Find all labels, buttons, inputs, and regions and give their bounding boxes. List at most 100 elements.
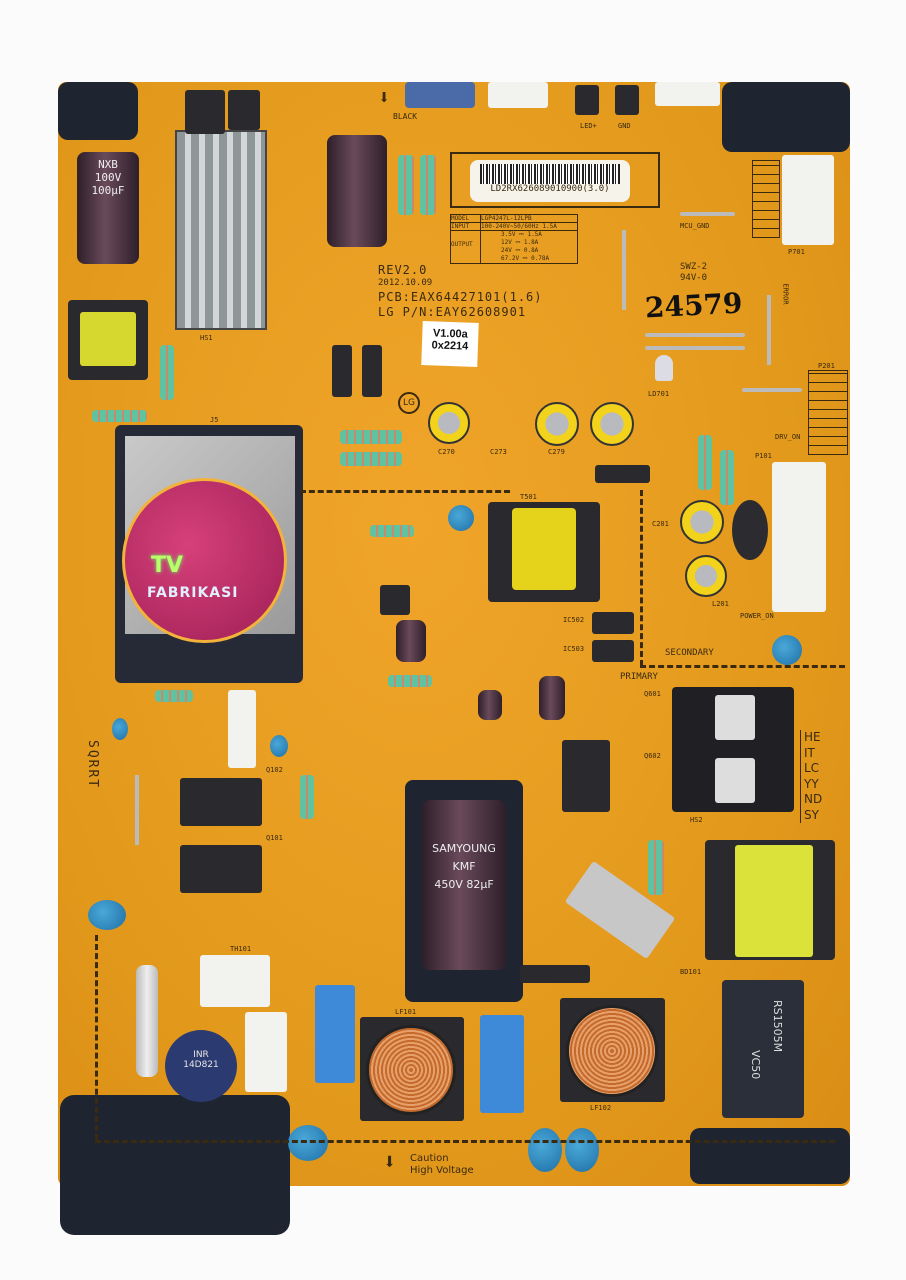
ref-c279: C279 — [548, 448, 565, 456]
ref-q602: Q602 — [644, 752, 661, 760]
isolation-line — [640, 665, 845, 668]
isolation-line — [95, 935, 98, 1140]
cap-voltage: 100V — [94, 171, 122, 184]
ref-hs2: HS2 — [690, 816, 703, 824]
resistor — [300, 775, 314, 819]
transistor-top — [185, 90, 225, 134]
side-label: IT — [804, 745, 815, 760]
ref-j5: J5 — [210, 416, 219, 424]
output-label: OUTPUT — [451, 231, 481, 263]
capacitor-c206 — [685, 555, 727, 597]
capacitor-small — [396, 620, 426, 662]
jumper-j30 — [680, 212, 735, 216]
bridge-rectifier: RS1505M VC50 — [722, 980, 804, 1118]
side-label: SY — [804, 807, 819, 822]
capacitor-c273 — [590, 402, 634, 446]
arrow-down-icon: ⬇ — [383, 1150, 397, 1175]
jumper-j28 — [645, 333, 745, 337]
x-capacitor-cx101 — [315, 985, 355, 1083]
terminal-led — [575, 85, 599, 115]
barcode — [480, 164, 620, 184]
connector-top-right — [655, 82, 720, 106]
resistor — [155, 690, 193, 702]
rating-swz: SWZ-2 — [680, 262, 708, 272]
side-label: LC — [804, 761, 820, 775]
p201-pin-table — [808, 370, 848, 455]
jumper-j12 — [135, 775, 139, 845]
firmware-checksum: 0x2214 — [431, 339, 469, 353]
rectifier-code: VC50 — [749, 1050, 762, 1080]
capacitor-bulk-450v: SAMYOUNG KMF 450V 82µF — [422, 800, 506, 970]
ref-c270: C270 — [438, 448, 455, 456]
ref-q102: Q102 — [266, 766, 283, 774]
high-voltage-label: High Voltage — [410, 1165, 474, 1176]
gnd-label: GND — [618, 122, 631, 130]
ref-ic503: IC503 — [563, 645, 585, 653]
handwritten-number: 24579 — [644, 286, 744, 325]
ref-lf101: LF101 — [395, 1008, 417, 1016]
side-label: YY — [804, 776, 819, 791]
bulk-cap-brand: SAMYOUNG — [432, 842, 496, 855]
ref-lf102: LF102 — [590, 1104, 612, 1112]
firmware-sticker: V1.00a 0x2214 — [421, 321, 479, 367]
tv-fabrikasi-logo: TV FABRIKASI — [122, 478, 287, 643]
capacitor-100uf-2 — [327, 135, 387, 247]
resistor — [648, 840, 664, 895]
logo-tv: TV — [151, 553, 184, 578]
isolation-line — [640, 490, 643, 666]
diode — [362, 345, 382, 397]
ref-ic502: IC502 — [563, 616, 585, 624]
output-value: 12V ⎓ 1.8A — [501, 239, 539, 246]
caution-label: Caution — [410, 1153, 449, 1164]
side-label: HE — [804, 730, 821, 744]
ceramic-capacitor — [288, 1125, 328, 1161]
resistor — [370, 525, 414, 537]
ref-hs1: HS1 — [200, 334, 213, 342]
diode — [520, 965, 590, 983]
ref-ld701: LD701 — [648, 390, 670, 398]
ref-p701: P701 — [788, 248, 805, 256]
ic503 — [592, 640, 634, 662]
jumper-j29 — [645, 346, 745, 350]
q602-plate — [715, 758, 755, 803]
ref-q601: Q601 — [644, 690, 661, 698]
resistor — [698, 435, 712, 490]
connector-p101 — [772, 462, 826, 612]
barcode-frame — [450, 152, 660, 208]
p701-pin-table — [752, 160, 780, 238]
transformer-standby-core — [735, 845, 813, 957]
mosfet-primary — [562, 740, 610, 812]
isolation-line — [300, 490, 510, 493]
capacitor-dark — [732, 500, 768, 560]
ref-p101: P101 — [755, 452, 772, 460]
diode — [332, 345, 352, 397]
ceramic-resistor — [228, 690, 256, 768]
transformer-t501-core — [512, 508, 576, 590]
ref-q101: Q101 — [266, 834, 283, 842]
capacitor-c279 — [535, 402, 579, 446]
led-ld701 — [655, 355, 673, 381]
mcu-gnd-label: MCU_GND — [680, 222, 710, 230]
coil-winding — [566, 1005, 658, 1097]
resistor — [160, 345, 174, 400]
jumper-j47 — [767, 295, 771, 365]
side-label-column: HE IT LC YY ND SY — [800, 730, 822, 823]
arrow-down-icon: ⬇ — [378, 85, 391, 109]
capacitor-c270 — [428, 402, 470, 444]
transistor-top-2 — [228, 90, 260, 130]
q601-plate — [715, 695, 755, 740]
resistor — [398, 155, 414, 215]
inductor-l-core — [80, 312, 136, 366]
mosfet-q101 — [180, 845, 262, 893]
connector-white-top — [488, 82, 548, 108]
ceramic-capacitor — [448, 505, 474, 531]
ref-c201: C201 — [652, 520, 669, 528]
resistor — [720, 450, 734, 505]
fuse-f101 — [136, 965, 158, 1077]
part-number-text: LG P/N:EAY62608901 — [378, 305, 527, 319]
diode-d201 — [595, 465, 650, 483]
ref-l201: L201 — [712, 600, 729, 608]
capacitor-100uf: NXB 100V 100µF — [77, 152, 139, 264]
x-capacitor-cx102 — [480, 1015, 524, 1113]
resistor — [420, 155, 436, 215]
